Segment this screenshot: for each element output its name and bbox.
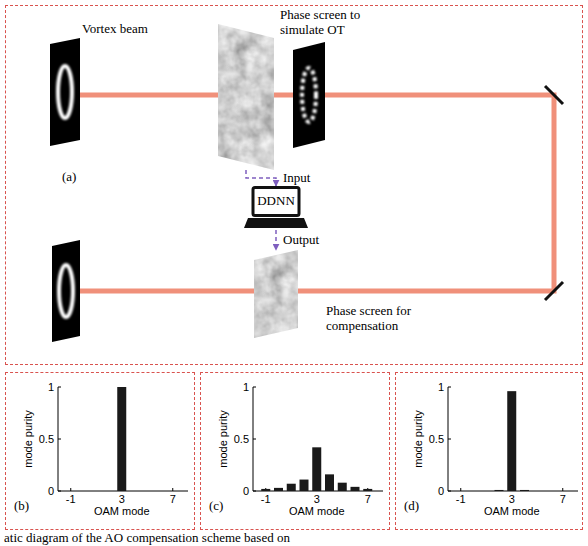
y-tick-label: 0.5: [234, 433, 249, 445]
bar: [312, 447, 321, 491]
tick: [253, 387, 256, 388]
distorted-beam-profile: [293, 42, 325, 148]
tick: [460, 488, 461, 491]
bar: [274, 488, 283, 491]
component-label: Phase screen for compensation: [326, 304, 436, 334]
chart-panel: (d) 1 0.5 0 -1 3 7 mode purityOAM mode: [395, 372, 583, 530]
tick: [448, 387, 451, 388]
compensated-beam-profile: [52, 240, 80, 342]
x-tick-label: 7: [170, 493, 176, 505]
tick: [448, 491, 451, 492]
x-tick-label: 7: [365, 493, 371, 505]
x-tick-label: 3: [314, 493, 320, 505]
y-tick-label: 0: [438, 485, 444, 497]
mirror: [545, 282, 563, 300]
chart-panel: (b) 1 0.5 0 -1 3 7 mode purityOAM mode: [5, 372, 195, 530]
panel-label: (c): [209, 499, 223, 514]
speckled-ring: [302, 68, 316, 122]
bar: [495, 490, 504, 491]
edge-label: Output: [282, 233, 320, 247]
x-tick-label: -1: [456, 493, 466, 505]
tick: [562, 488, 563, 491]
y-tick-label: 0.5: [429, 433, 444, 445]
beam-image-ground: [293, 42, 325, 148]
bar: [520, 490, 529, 491]
compensation-phase-screen: Phase screen for compensation: [254, 250, 444, 340]
bar: [351, 487, 360, 491]
vortex-beam: Vortex beam: [50, 22, 160, 150]
axis-title: mode purity: [22, 410, 34, 467]
screen-label: DDNN: [244, 194, 308, 209]
y-tick-label: 0.5: [39, 433, 54, 445]
tick: [253, 439, 256, 440]
axis-title: OAM mode: [289, 505, 345, 517]
figure-caption: atic diagram of the AO compensation sche…: [4, 531, 290, 545]
mirror: [545, 86, 563, 104]
laptop-base: [244, 218, 308, 228]
y-tick-label: 0: [243, 485, 249, 497]
y-tick-label: 1: [243, 381, 249, 393]
tick: [172, 488, 173, 491]
phase-screen-image: [218, 24, 274, 170]
panel-label: (b): [14, 499, 29, 514]
phase-screen-image: [254, 250, 298, 338]
beam-image-ground: [50, 38, 80, 146]
data-flow-arrow: [275, 230, 277, 250]
tick: [58, 387, 61, 388]
x-tick-label: -1: [261, 493, 271, 505]
y-tick-label: 0: [48, 485, 54, 497]
axis-title: OAM mode: [94, 505, 150, 517]
phase-screen: [254, 250, 298, 338]
bar: [117, 387, 126, 491]
bar: [261, 489, 270, 491]
tick: [58, 439, 61, 440]
panel-label: (a): [62, 170, 76, 185]
bar: [300, 480, 309, 491]
axis-title: OAM mode: [484, 505, 540, 517]
beam-profile-image: [50, 38, 80, 146]
component-label: Phase screen to simulate OT: [280, 8, 370, 38]
phase-screen: [218, 24, 274, 170]
vortex-ring: [58, 66, 72, 118]
tick: [58, 491, 61, 492]
x-tick-label: -1: [66, 493, 76, 505]
bar: [287, 484, 296, 491]
x-tick-label: 3: [509, 493, 515, 505]
y-tick-label: 1: [438, 381, 444, 393]
axis-title: mode purity: [412, 410, 424, 467]
x-tick-label: 7: [560, 493, 566, 505]
ddnn-laptop: DDNN: [244, 186, 308, 230]
vortex-ring: [59, 265, 73, 317]
tick: [70, 488, 71, 491]
turbulence-phase-screen: Phase screen to simulate OT: [218, 8, 388, 170]
beam-image-ground: [52, 240, 80, 342]
tick: [448, 439, 451, 440]
y-tick-label: 1: [48, 381, 54, 393]
bar: [325, 474, 334, 491]
bar: [507, 391, 516, 491]
bar: [338, 483, 347, 491]
x-tick-label: 3: [119, 493, 125, 505]
data-flow-arrow: [246, 170, 276, 186]
axis-title: mode purity: [217, 410, 229, 467]
component-label: Vortex beam: [82, 22, 148, 37]
bar: [363, 489, 372, 491]
edge-label: Input: [282, 171, 311, 185]
chart-panel: (c) 1 0.5 0 -1 3 7 mode purityOAM mode: [200, 372, 390, 530]
tick: [253, 491, 256, 492]
panel-label: (d): [404, 499, 419, 514]
